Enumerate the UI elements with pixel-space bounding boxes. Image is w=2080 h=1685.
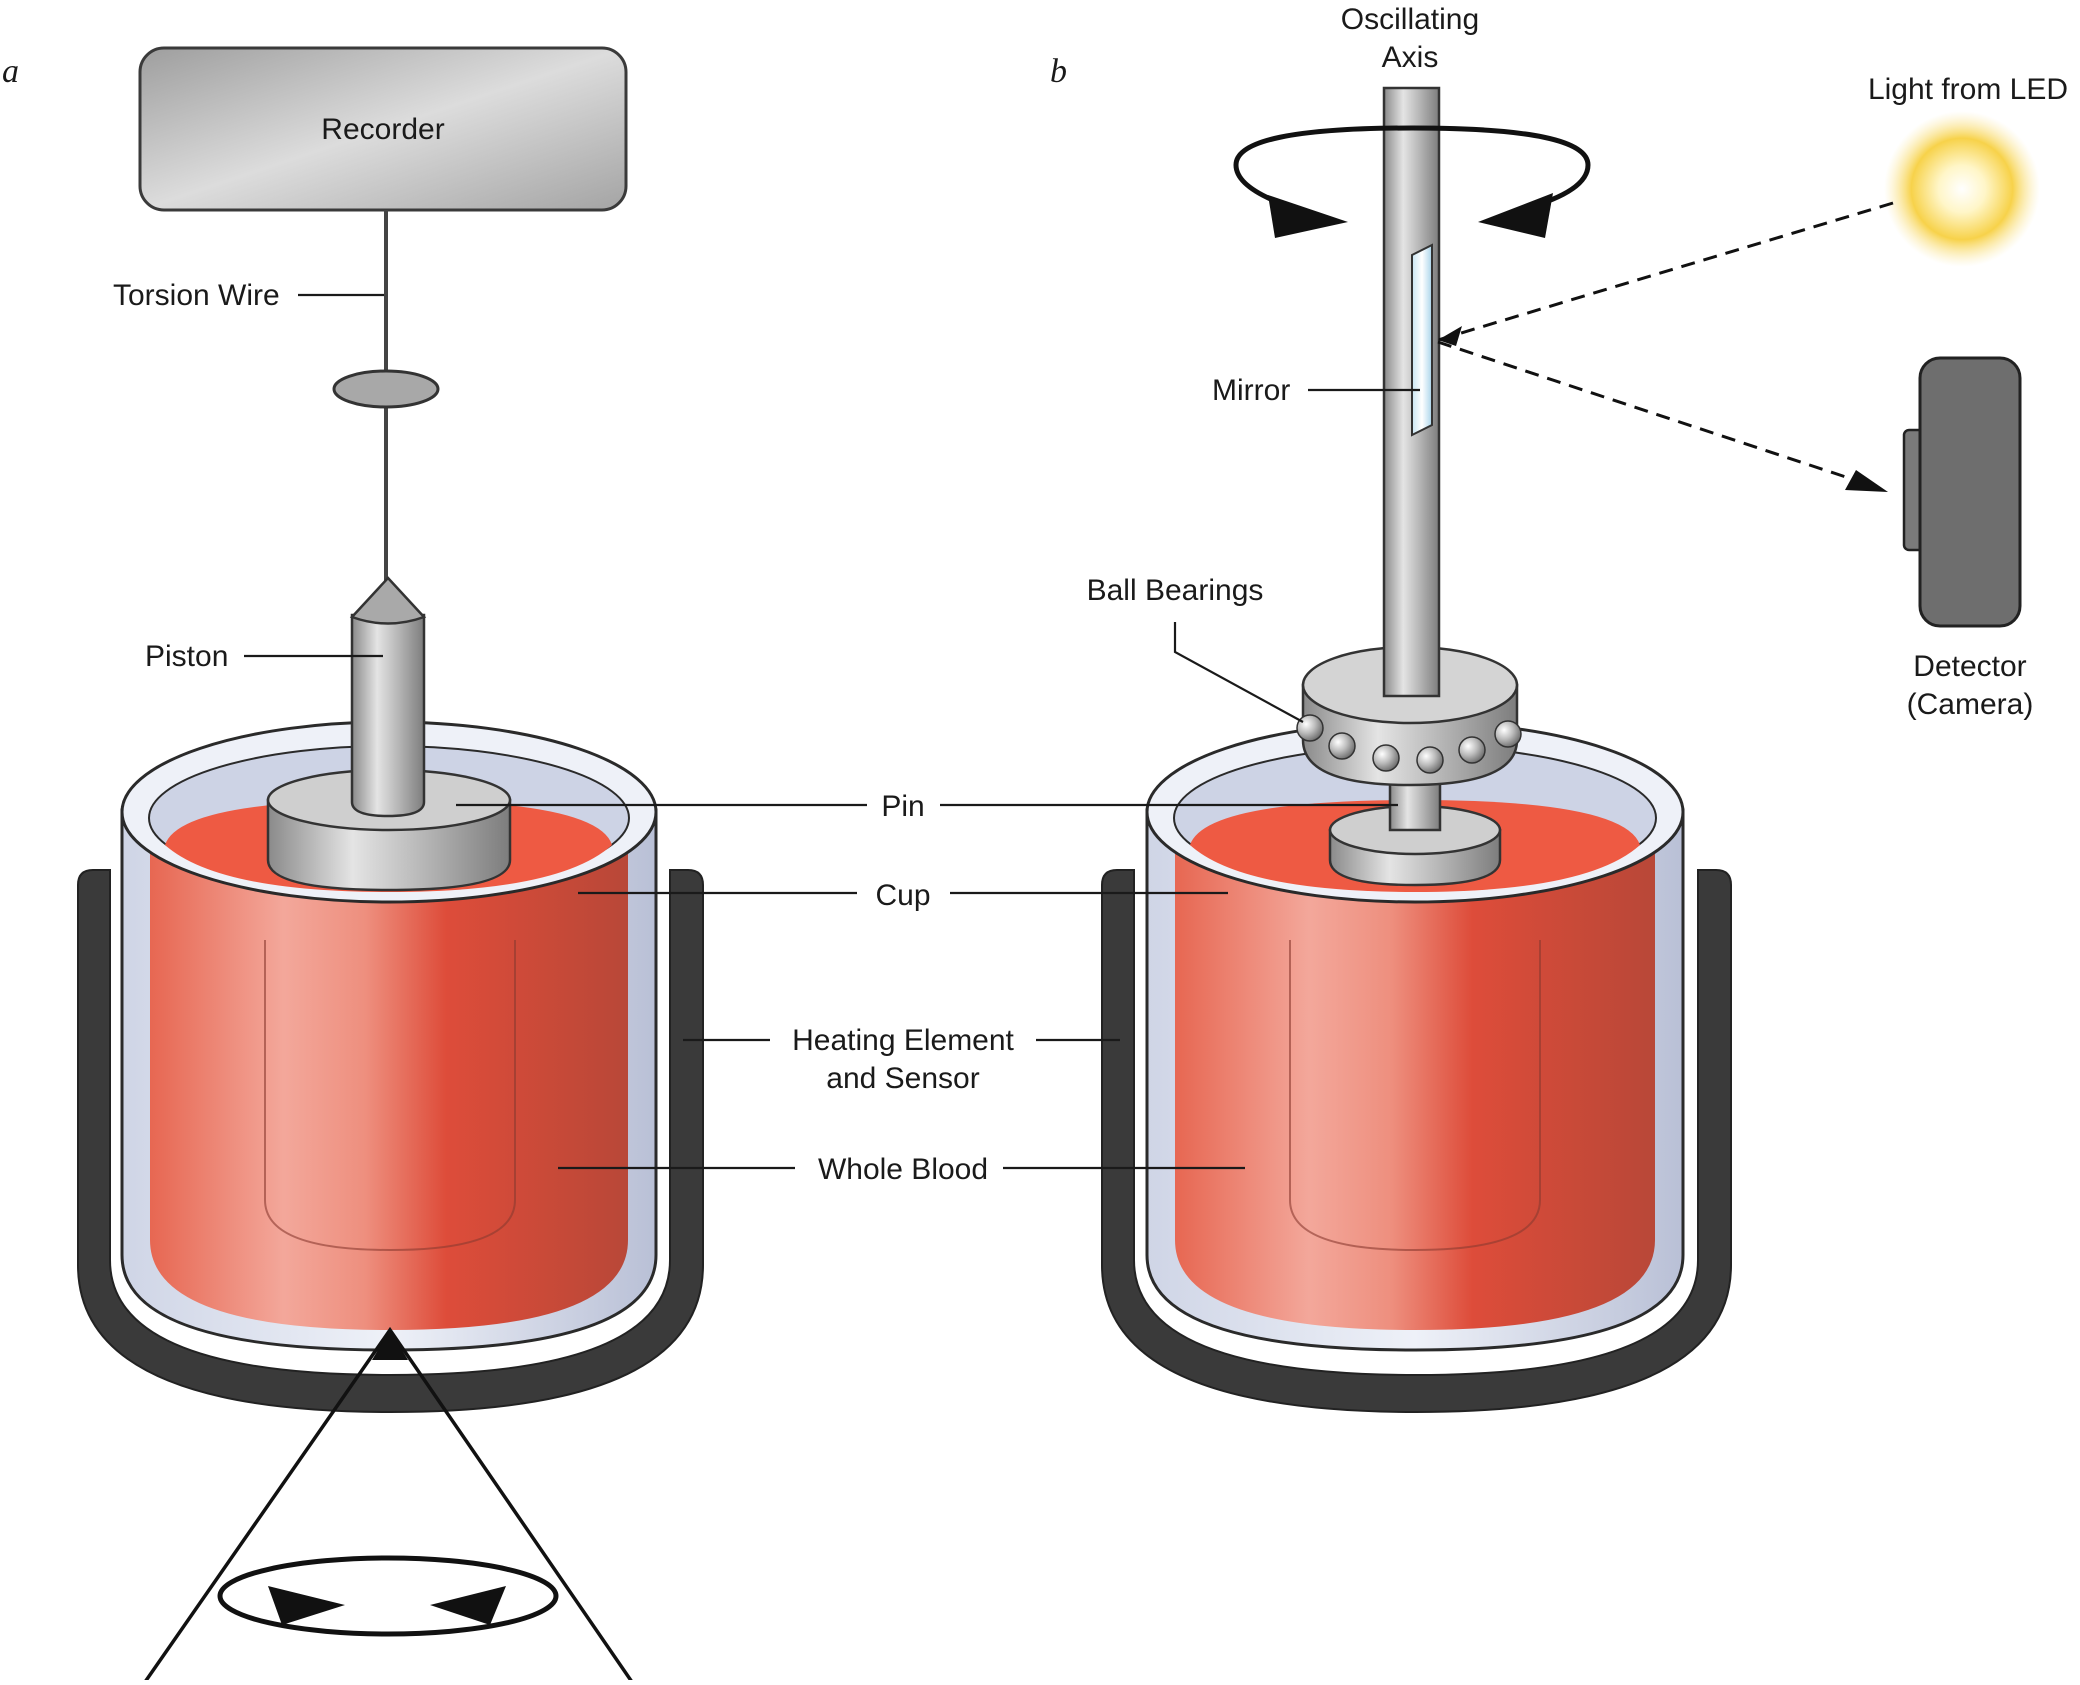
recorder-box — [138, 46, 628, 212]
torsion-wire-label: Torsion Wire — [113, 279, 280, 312]
light-from-led-label: Light from LED — [1868, 73, 2068, 106]
oscillating-axis-label-line2: Axis — [1382, 41, 1439, 74]
recorder-label: Recorder — [321, 113, 444, 146]
cup-label: Cup — [875, 879, 930, 912]
heating-element-a — [77, 869, 704, 1414]
panel-b — [1101, 86, 2040, 1414]
mirror — [1411, 243, 1433, 437]
rotation-arrow-left-a — [268, 1586, 345, 1625]
heating-element-b — [1101, 869, 1732, 1414]
heating-element-label-line2: and Sensor — [826, 1062, 979, 1095]
rotation-ellipse-b — [1233, 125, 1591, 213]
piston-label: Piston — [145, 640, 228, 673]
ball-bearings — [1296, 714, 1522, 774]
detector-label-line2: (Camera) — [1907, 688, 2034, 721]
whole-blood-a — [150, 830, 628, 1330]
detector-label-line1: Detector — [1913, 650, 2026, 683]
incident-light-beam — [1437, 201, 1894, 342]
panel-a: Recorder — [77, 46, 704, 1683]
whole-blood-b — [1175, 830, 1655, 1330]
panel-label-a: a — [2, 53, 19, 90]
rotation-arrow-right-b — [1478, 193, 1553, 238]
rotation-ellipse-a — [217, 1555, 559, 1637]
rotation-arrow-right-a — [430, 1586, 506, 1625]
led-light-icon — [1884, 111, 2040, 267]
torsion-disc — [332, 369, 440, 409]
whole-blood-label: Whole Blood — [818, 1153, 988, 1186]
heating-element-label-line1: Heating Element — [792, 1024, 1014, 1057]
panel-label-b: b — [1050, 53, 1067, 90]
ball-bearings-label: Ball Bearings — [1087, 574, 1264, 607]
rotation-arrow-left-b — [1268, 195, 1348, 238]
detector-camera-icon — [1918, 356, 2022, 628]
oscillating-axis-label-line1: Oscillating — [1341, 3, 1479, 36]
piston-tip — [349, 576, 427, 625]
piston — [350, 613, 426, 818]
pin-label: Pin — [881, 790, 924, 823]
mirror-label: Mirror — [1212, 374, 1290, 407]
reflected-light-beam — [1437, 340, 1871, 487]
